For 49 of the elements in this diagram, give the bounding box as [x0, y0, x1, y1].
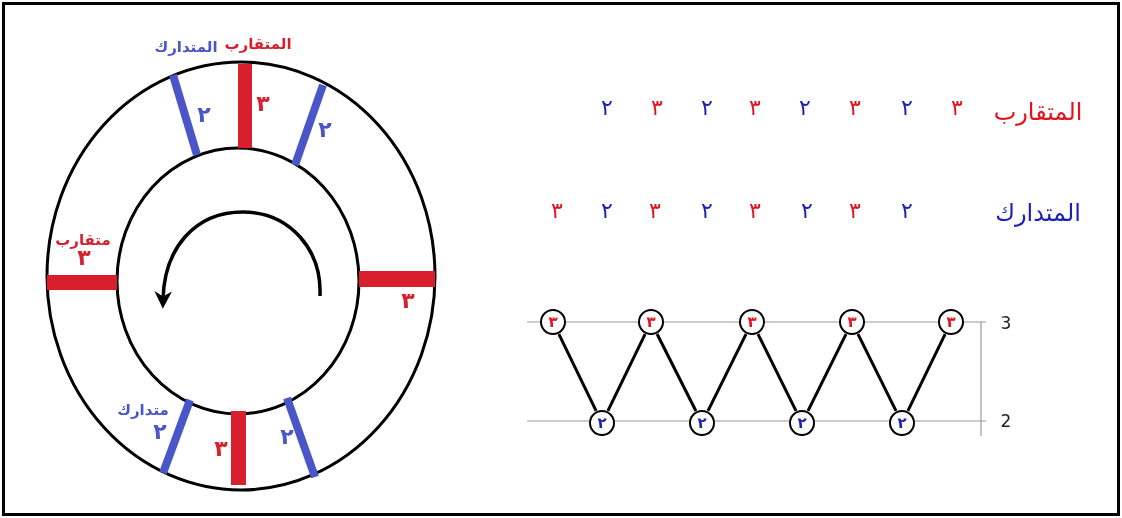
connector-line [706, 333, 748, 412]
beat-circle: ٢ [589, 410, 615, 436]
row-label: المتدارك [995, 201, 1081, 225]
beat-number: ٢ [197, 104, 211, 126]
beat-circle: ٢ [789, 410, 815, 436]
beat-number: ٢ [601, 200, 613, 222]
beat-number: ٣ [651, 97, 663, 119]
connector-line [606, 333, 647, 412]
beat-number: ٢ [601, 97, 613, 119]
beat-number: ٢ [701, 200, 713, 222]
beat-number: ٣ [551, 200, 563, 222]
beat-number: ٢ [701, 97, 713, 119]
axis-tick-label: 2 [1000, 412, 1012, 430]
row-label: المتقارب [993, 100, 1083, 124]
beat-number: ٢ [901, 200, 913, 222]
connector-line [557, 333, 598, 412]
axis-tick-label: 3 [1000, 314, 1012, 332]
beat-number: ٣ [849, 97, 861, 119]
beat-number: ٣ [951, 97, 963, 119]
beat-number: ٣ [214, 438, 228, 460]
connector-line [806, 333, 848, 412]
beat-number: ٣ [256, 93, 270, 115]
beat-circle: ٣ [938, 309, 964, 335]
beat-number: ٢ [801, 200, 813, 222]
beat-number: ٢ [799, 97, 811, 119]
connector-line [856, 333, 898, 412]
beat-number: ٣ [649, 200, 661, 222]
ring-label: المتدارك [154, 39, 218, 55]
beat-number: ٣ [749, 97, 761, 119]
beat-number: ٣ [749, 200, 761, 222]
beat-number: ٣ [849, 200, 861, 222]
beat-circle: ٣ [739, 309, 765, 335]
ring-label: متدارك [117, 402, 169, 418]
connector-line [756, 333, 798, 412]
beat-number: ٢ [280, 426, 294, 448]
beat-number: ٣ [77, 247, 91, 269]
beat-circle: ٣ [638, 309, 664, 335]
beat-circle: ٢ [889, 410, 915, 436]
beat-number: ٣ [401, 290, 415, 312]
beat-number: ٢ [153, 421, 167, 443]
beat-number: ٢ [318, 119, 332, 141]
beat-circle: ٣ [839, 309, 865, 335]
ring-label: المتقارب [224, 36, 292, 52]
connector-line [655, 333, 698, 412]
connector-line [906, 333, 947, 412]
ring-label: متقارب [55, 232, 111, 248]
beat-number: ٢ [901, 97, 913, 119]
beat-circle: ٣ [540, 309, 566, 335]
beat-circle: ٢ [689, 410, 715, 436]
